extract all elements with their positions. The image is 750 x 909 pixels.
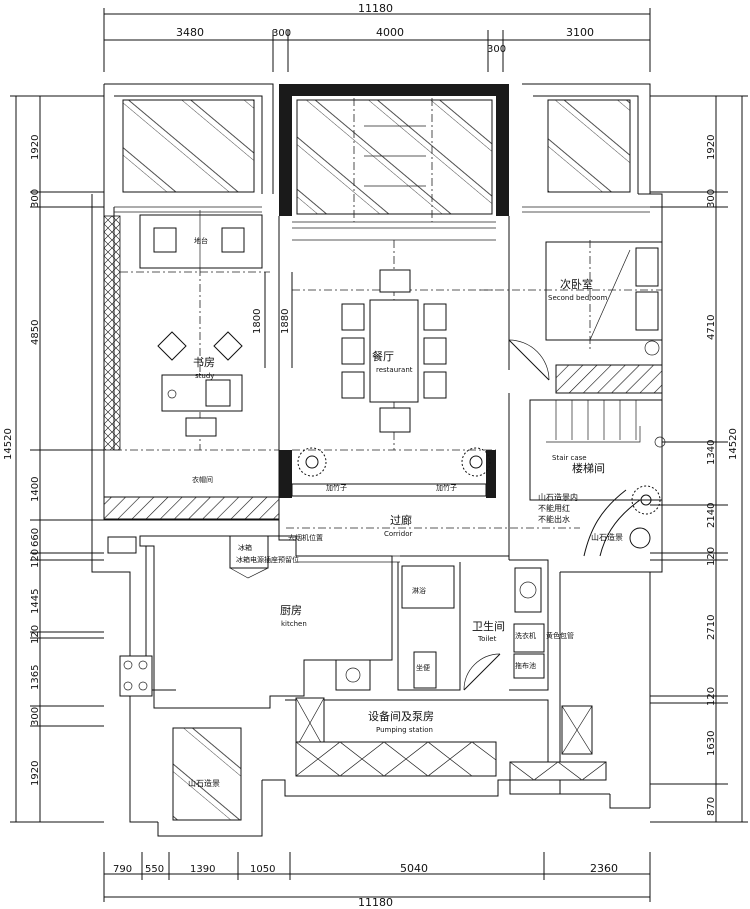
top-dim-1: 3480: [176, 26, 204, 39]
balcony-glass: [122, 98, 631, 821]
bottom-dim-5: 5040: [400, 862, 428, 875]
pump-room-label-en: Pumping station: [376, 726, 433, 734]
shower-label: 淋浴: [412, 586, 426, 595]
dining-label: 餐厅: [372, 349, 394, 363]
top-dim-2: 300: [272, 28, 291, 39]
outer-walls: [91, 83, 663, 837]
plant-courtyard-icon: [629, 485, 661, 549]
top-dim-5: 3100: [566, 26, 594, 39]
right-dimensions: 14520 1920 300 4710 1340 2140 120 2710 1…: [650, 95, 748, 823]
second-bedroom-label-en: Second bedroom: [548, 294, 607, 302]
corridor-label-en: Corridor: [384, 530, 412, 538]
left-dim-2: 300: [30, 189, 41, 208]
bottom-dim-2: 550: [145, 864, 164, 875]
bottom-dim-3: 1390: [190, 864, 215, 875]
top-dimensions: 11180 3480 300 4000 300 3100: [103, 2, 651, 72]
interior-dim-2: 1880: [280, 309, 291, 334]
dining-room: 餐厅 restaurant 加竹子 加竹子: [264, 240, 496, 497]
rockery-note-3: 不能出水: [538, 514, 570, 524]
interior-dim-1: 1800: [252, 309, 263, 334]
bottom-dim-1: 790: [113, 864, 132, 875]
toilet-seat-label: 坐便: [416, 663, 430, 672]
corridor-label: 过廊: [390, 513, 412, 527]
staircase-label-en: Stair case: [552, 454, 587, 462]
toilet-label-en: Toilet: [477, 635, 497, 643]
right-dim-7: 2710: [706, 615, 717, 640]
study-label-en: study: [195, 372, 214, 380]
bamboo-right-label: 加竹子: [436, 483, 457, 492]
right-dim-3: 4710: [706, 315, 717, 340]
kitchen-label-en: kitchen: [281, 620, 307, 628]
right-dim-4: 1340: [706, 440, 717, 465]
study-label: 书房: [193, 356, 215, 369]
right-dim-9: 1630: [706, 731, 717, 756]
right-dim-1: 1920: [706, 135, 717, 160]
rockery-bottom-label: 山石造景: [188, 778, 220, 788]
left-dim-3: 4850: [30, 320, 41, 345]
cloakroom-label: 衣帽间: [192, 475, 213, 484]
kitchen-label: 厨房: [280, 604, 302, 617]
washer-label: 洗衣机: [515, 631, 536, 640]
plant-right-icon: [461, 447, 491, 477]
left-dim-4: 1400: [30, 477, 41, 502]
second-bedroom-label: 次卧室: [560, 277, 593, 291]
bottom-dim-4: 1050: [250, 864, 275, 875]
staircase: Stair case 楼梯间 山石造景内 不能用红 不能出水 山石造景: [529, 399, 666, 557]
floor-platform-label: 地台: [194, 236, 208, 245]
top-total-dim: 11180: [358, 2, 393, 15]
fridge-note-label: 冰箱电源插座预留位: [236, 555, 299, 564]
rockery-courtyard-label: 山石造景: [591, 532, 623, 542]
left-dim-10: 300: [30, 707, 41, 726]
right-total-dim: 14520: [728, 428, 739, 460]
top-dim-3: 4000: [376, 26, 404, 39]
pump-room-label: 设备间及泵房: [368, 709, 434, 723]
right-dim-2: 300: [706, 189, 717, 208]
water-pipe-label: 黄色包管: [546, 631, 574, 640]
left-dimensions: 14520 1920 300 4850 1400 660 120 1445 12…: [3, 95, 104, 823]
pump-room: 设备间及泵房 Pumping station: [285, 697, 607, 781]
left-dim-11: 1920: [30, 761, 41, 786]
left-dim-9: 1365: [30, 665, 41, 690]
left-dim-8: 120: [30, 625, 41, 644]
left-dim-6: 120: [30, 549, 41, 568]
left-dim-1: 1920: [30, 135, 41, 160]
rockery-note-1: 山石造景内: [538, 492, 578, 502]
right-dim-6: 120: [706, 547, 717, 566]
interior-dimensions: 1800 1880: [252, 309, 291, 334]
toilet-label: 卫生间: [472, 619, 505, 633]
toilet: 淋浴 坐便 洗衣机 拖布池 黄色包管 卫生间 Toilet: [397, 559, 574, 691]
plant-left-icon: [297, 447, 327, 477]
study-room: 地台 书房 study 衣帽间: [103, 210, 280, 554]
bottom-rockery: 山石造景: [188, 778, 220, 788]
small-note-label: 去烟机位置: [288, 533, 323, 542]
corridor: 过廊 Corridor 去烟机位置: [286, 513, 580, 563]
dining-label-en: restaurant: [376, 366, 413, 374]
bottom-dimensions: 790 550 1390 1050 5040 2360 11180: [103, 852, 651, 909]
mop-pool-label: 拖布池: [515, 661, 536, 670]
left-dim-7: 1445: [30, 589, 41, 614]
right-dim-10: 870: [706, 797, 717, 816]
fridge-label: 冰箱: [238, 543, 252, 552]
right-dim-8: 120: [706, 687, 717, 706]
right-dim-5: 2140: [706, 503, 717, 528]
bottom-dim-6: 2360: [590, 862, 618, 875]
bamboo-left-label: 加竹子: [326, 483, 347, 492]
left-total-dim: 14520: [3, 428, 14, 460]
kitchen: 冰箱 冰箱电源插座预留位 厨房 kitchen: [119, 535, 393, 709]
left-dim-5: 660: [30, 528, 41, 547]
staircase-label: 楼梯间: [572, 461, 605, 475]
top-dim-4: 300: [487, 44, 506, 55]
bottom-total-dim: 11180: [358, 896, 393, 909]
rockery-note-2: 不能用红: [538, 503, 570, 513]
second-bedroom: 次卧室 Second bedroom: [480, 240, 663, 394]
